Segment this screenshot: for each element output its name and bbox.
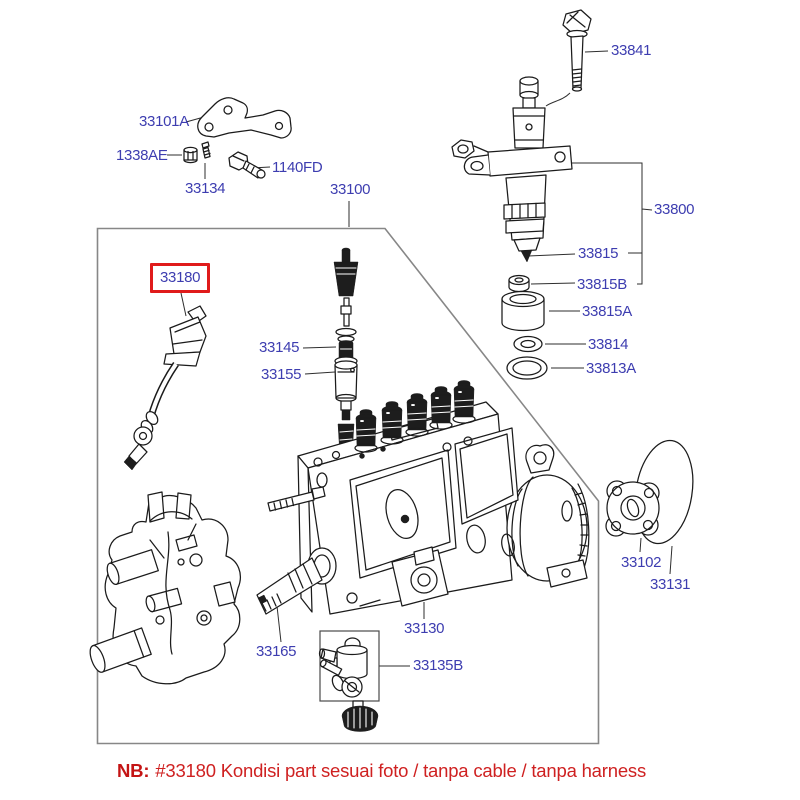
stud-part	[201, 141, 211, 159]
supply-pump-view	[89, 491, 241, 685]
drive-shaft-part	[256, 557, 323, 615]
oring-part-33813A	[506, 356, 548, 380]
part-label-1338AE: 1338AE	[116, 147, 168, 164]
washer-part-33815B	[508, 274, 530, 293]
part-label-33131: 33131	[650, 576, 691, 593]
spacer-part-33815A	[501, 290, 545, 332]
mounting-bolt-part	[562, 9, 592, 92]
part-label-33102: 33102	[621, 554, 662, 571]
part-label-33155: 33155	[261, 366, 302, 383]
part-label-33180: 33180	[160, 269, 201, 286]
part-label-33130: 33130	[404, 620, 445, 637]
part-label-33134: 33134	[185, 180, 226, 197]
stud-bolt-part	[267, 486, 326, 512]
note: NB:#33180 Kondisi part sesuai foto / tan…	[117, 760, 646, 782]
fuel-injector-assembly	[451, 76, 573, 263]
part-label-33165: 33165	[256, 643, 297, 660]
solenoid-valve-group	[318, 630, 380, 732]
nut-part	[183, 146, 198, 164]
coupling-flange-part	[605, 480, 660, 537]
note-body: #33180 Kondisi part sesuai foto / tanpa …	[155, 760, 647, 781]
washer-part-33814	[513, 335, 543, 353]
part-label-33815B: 33815B	[577, 276, 627, 293]
part-label-33101A: 33101A	[139, 113, 189, 130]
highlighted-part-box: 33180	[150, 263, 211, 293]
part-label-33841: 33841	[611, 42, 652, 59]
part-label-33100: 33100	[330, 181, 371, 198]
part-label-33815A: 33815A	[582, 303, 632, 320]
part-label-33145: 33145	[259, 339, 300, 356]
part-label-33814: 33814	[588, 336, 629, 353]
part-label-33135B: 33135B	[413, 657, 463, 674]
leader-lines	[167, 50, 673, 667]
bolt-part	[228, 151, 266, 179]
part-label-33800: 33800	[654, 201, 695, 218]
part-label-33815: 33815	[578, 245, 619, 262]
part-label-1140FD: 1140FD	[272, 159, 323, 176]
part-label-33813A: 33813A	[586, 360, 636, 377]
bracket-part	[197, 97, 292, 139]
injection-pump-body	[297, 401, 590, 615]
note-prefix: NB:	[117, 760, 150, 781]
sensor-part-33180	[123, 305, 207, 471]
